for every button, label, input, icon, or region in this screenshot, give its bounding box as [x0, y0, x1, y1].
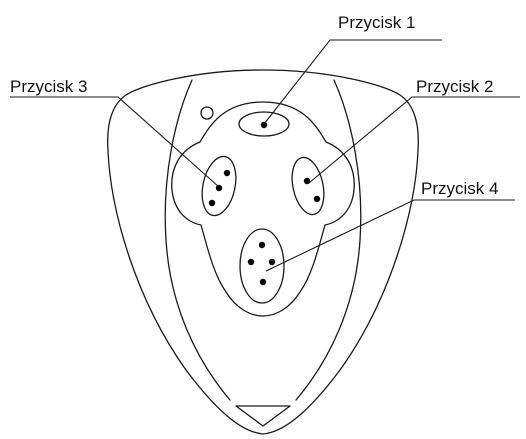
- leader-line-button-1: [263, 39, 442, 125]
- button-3-dot: [208, 199, 216, 207]
- button-panel: [171, 101, 355, 317]
- button-4-key[interactable]: [239, 228, 285, 304]
- remote-outer-shell: [107, 69, 419, 435]
- led-indicator-icon: [200, 106, 214, 120]
- label-button-4: Przycisk 4: [421, 179, 498, 198]
- label-button-2: Przycisk 2: [416, 77, 493, 96]
- button-3-dot: [223, 169, 231, 177]
- bottom-notch-icon: [235, 405, 291, 427]
- button-4-dot: [268, 258, 276, 266]
- leader-line-button-3: [10, 96, 220, 188]
- button-1-key[interactable]: [238, 111, 290, 137]
- leader-line-button-2: [308, 96, 520, 184]
- leader-line-button-4: [265, 199, 515, 272]
- remote-left-rail: [164, 79, 231, 401]
- label-button-1: Przycisk 1: [338, 13, 415, 32]
- label-button-3: Przycisk 3: [10, 77, 87, 96]
- button-3-dot: [215, 184, 223, 192]
- button-1-dot: [260, 121, 268, 129]
- button-4-dot: [258, 241, 266, 249]
- button-2-dot: [303, 177, 311, 185]
- button-4-dot: [247, 258, 255, 266]
- remote-right-rail: [295, 79, 362, 401]
- button-2-key[interactable]: [287, 155, 328, 218]
- button-2-dot: [313, 195, 321, 203]
- button-4-dot: [259, 278, 267, 286]
- button-3-key[interactable]: [197, 153, 241, 218]
